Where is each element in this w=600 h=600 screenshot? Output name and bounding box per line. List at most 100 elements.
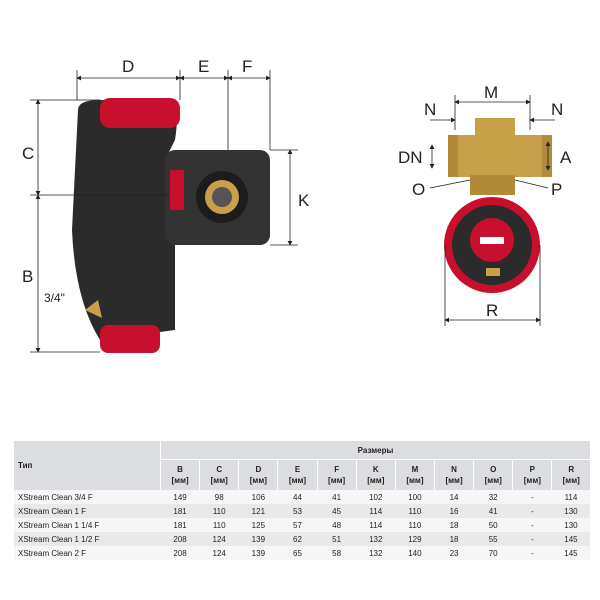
model-name: XStream Clean 2 F [14, 546, 161, 560]
right-device-view [444, 118, 552, 293]
dim-label-f: F [242, 57, 252, 76]
cell-value: 110 [199, 504, 239, 518]
cell-value: 58 [317, 546, 357, 560]
cell-value: 121 [238, 504, 278, 518]
cell-value: 130 [551, 504, 590, 518]
left-device-view [72, 98, 270, 353]
column-letter: D [255, 465, 262, 474]
cell-value: 70 [473, 546, 513, 560]
cell-value: 18 [434, 518, 474, 532]
column-header-e: E[мм] [277, 459, 318, 490]
cell-value: - [512, 532, 552, 546]
cell-value: - [512, 490, 552, 504]
cell-value: 44 [277, 490, 318, 504]
cell-value: 132 [356, 532, 396, 546]
cell-value: 53 [277, 504, 318, 518]
cell-value: 14 [434, 490, 474, 504]
column-letter: M [411, 465, 419, 474]
cell-value: 55 [473, 532, 513, 546]
cell-value: 140 [395, 546, 435, 560]
cell-value: 16 [434, 504, 474, 518]
cell-value: 106 [238, 490, 278, 504]
column-header-b: B [мм] [159, 459, 200, 490]
column-unit: [мм] [288, 476, 307, 485]
cell-value: 114 [356, 518, 396, 532]
dimensions-table: Тип Размеры B[мм]C[мм]D[мм]E[мм]F[мм]K[м… [14, 441, 590, 560]
type-header: Тип [14, 441, 161, 490]
model-name: XStream Clean 3/4 F [14, 490, 161, 504]
cell-value: 98 [199, 490, 239, 504]
cell-value: 181 [160, 504, 200, 518]
column-unit: [мм] [445, 476, 463, 485]
column-unit: [мм] [171, 476, 189, 485]
cell-value: 145 [551, 532, 590, 546]
cell-value: 110 [395, 518, 435, 532]
cell-value: 114 [551, 490, 590, 504]
column-letter: K [372, 465, 379, 474]
column-letter: O [490, 465, 497, 474]
dimensions-group-header: Размеры [160, 441, 590, 460]
column-unit: [мм] [210, 476, 228, 485]
column-letter: F [334, 465, 340, 474]
cell-value: 125 [238, 518, 278, 532]
cell-value: 23 [434, 546, 474, 560]
column-unit: [мм] [328, 476, 346, 485]
dim-label-a: A [560, 148, 572, 167]
cell-value: 110 [395, 504, 435, 518]
column-letter: B [177, 465, 183, 474]
cell-value: 139 [238, 546, 278, 560]
cell-value: 124 [199, 546, 239, 560]
cell-value: 102 [356, 490, 396, 504]
cell-value: 208 [160, 546, 200, 560]
cell-value: 124 [199, 532, 239, 546]
dim-label-e: E [198, 57, 209, 76]
right-dimension-lines [429, 95, 555, 326]
column-header-n: N[мм] [433, 459, 474, 490]
cell-value: 208 [160, 532, 200, 546]
column-unit: [мм] [367, 476, 385, 485]
cell-value: 130 [551, 518, 590, 532]
dim-label-o: O [412, 180, 425, 199]
cell-value: 41 [473, 504, 513, 518]
column-unit: [мм] [484, 476, 502, 485]
cell-value: 57 [277, 518, 318, 532]
dim-label-r: R [486, 301, 498, 320]
column-header-p: P[мм] [512, 459, 552, 490]
cell-value: 41 [317, 490, 357, 504]
column-header-d: D [мм] [238, 459, 278, 490]
cell-value: 51 [317, 532, 357, 546]
cell-value: 181 [160, 518, 200, 532]
cell-value: 45 [317, 504, 357, 518]
column-letter: R [568, 465, 575, 474]
cell-value: - [512, 504, 552, 518]
dim-label-p: P [551, 180, 562, 199]
column-unit: [мм] [249, 476, 267, 485]
dim-label-dn: DN [398, 148, 423, 167]
column-header-k: K [мм] [355, 459, 396, 490]
cell-value: 100 [395, 490, 435, 504]
cell-value: 18 [434, 532, 474, 546]
cell-value: 114 [356, 504, 396, 518]
cell-value: 50 [473, 518, 513, 532]
column-header-o: O [мм] [473, 459, 513, 490]
column-header-c: C [мм] [199, 459, 239, 490]
dim-label-n-right: N [551, 100, 563, 119]
cell-value: 149 [160, 490, 200, 504]
cell-value: 145 [551, 546, 590, 560]
cell-value: 32 [473, 490, 513, 504]
model-name: XStream Clean 1 1/2 F [14, 532, 161, 546]
column-unit: [мм] [523, 476, 541, 485]
column-header-f: F [мм] [316, 459, 357, 490]
dim-label-k: K [298, 191, 310, 210]
model-name: XStream Clean 1 1/4 F [14, 518, 161, 532]
cell-value: 65 [277, 546, 318, 560]
column-letter: C [216, 465, 223, 474]
cell-value: 110 [199, 518, 239, 532]
cell-value: 139 [238, 532, 278, 546]
cell-value: 132 [356, 546, 396, 560]
